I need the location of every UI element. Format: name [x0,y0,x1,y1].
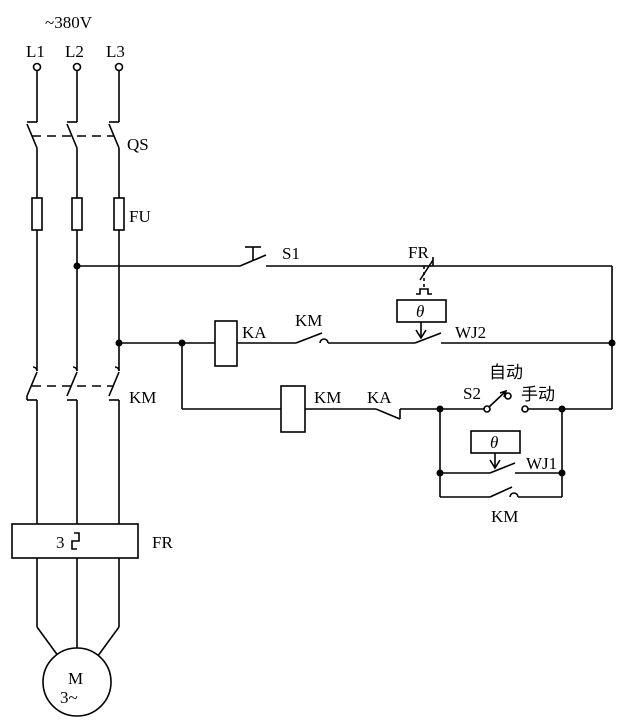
fr-heater-count: 3 [56,533,65,552]
theta-wj1: θ [490,433,498,452]
km-main-contacts [26,366,120,401]
wj2-label: WJ2 [455,323,486,342]
junction-dots [73,262,616,477]
fr-contact-label: FR [408,243,429,262]
control-row-2 [119,299,612,410]
supply-label: ~380V [45,13,93,32]
phase-lines [36,71,120,665]
auto-label: 自动 [489,363,523,383]
s1-label: S1 [282,244,300,263]
l1-label: L1 [26,42,45,61]
fu-label: FU [129,207,151,226]
qs-label: QS [127,135,149,154]
motor-phase-label: 3~ [60,688,78,707]
fr-heater [11,523,139,559]
s2-label: S2 [463,384,481,403]
km-aux1-label: KM [295,311,322,330]
motor [42,647,112,717]
qs-switch [26,121,120,149]
fr-main-label: FR [152,533,173,552]
wj1-label: WJ1 [526,454,557,473]
km-main-label: KM [129,388,156,407]
l3-label: L3 [106,42,125,61]
theta-wj2: θ [416,302,424,321]
ka-nc-label: KA [367,388,392,407]
motor-m-label: M [68,669,83,688]
fuses [31,197,125,231]
l2-label: L2 [65,42,84,61]
supply-terminals [32,62,124,72]
ka-coil-label: KA [242,323,267,342]
km-aux2-label: KM [491,507,518,526]
control-row-1 [77,246,613,409]
manual-label: 手动 [521,385,555,405]
km-coil-label: KM [314,388,341,407]
